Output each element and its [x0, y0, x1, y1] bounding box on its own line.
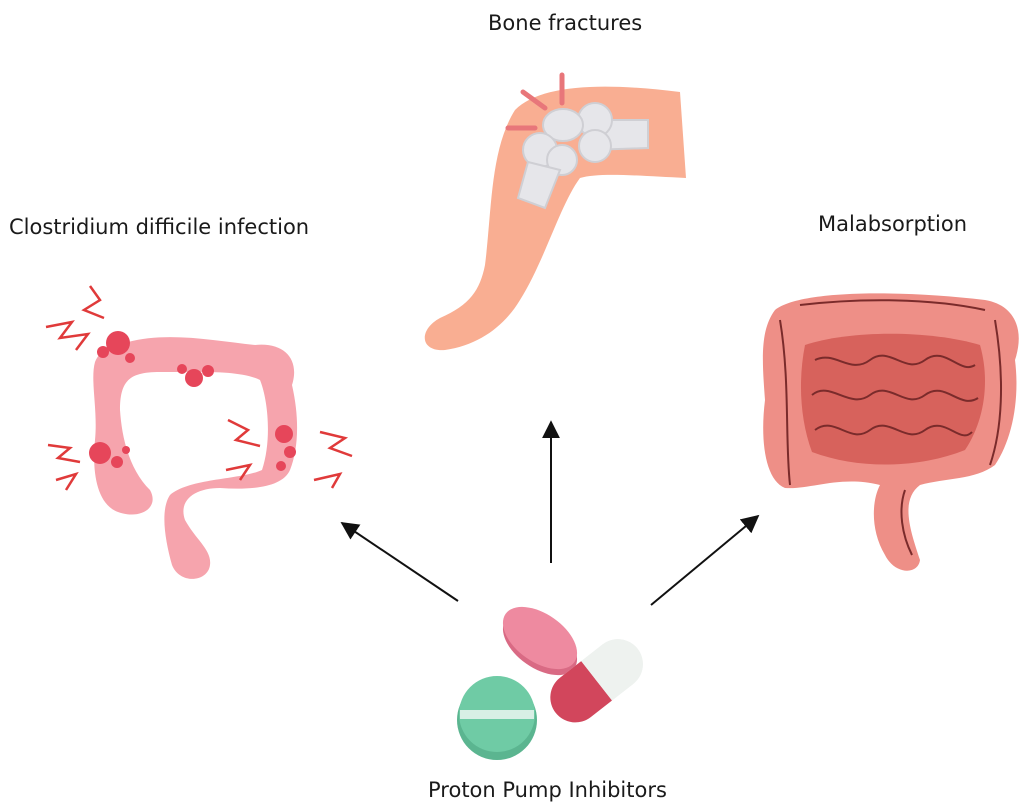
arrow-to-malabsorption — [651, 516, 758, 605]
label-bone-fractures: Bone fractures — [488, 11, 642, 35]
inflamed-colon-icon — [46, 286, 352, 579]
label-proton-pump-inhibitors: Proton Pump Inhibitors — [428, 778, 667, 802]
intestines-icon — [763, 293, 1019, 570]
pills-icon — [457, 594, 653, 760]
label-malabsorption: Malabsorption — [818, 212, 967, 236]
knee-fracture-icon — [425, 75, 686, 350]
label-clostridium-difficile-infection: Clostridium difficile infection — [9, 215, 309, 239]
arrow-to-cdiff — [342, 523, 458, 601]
